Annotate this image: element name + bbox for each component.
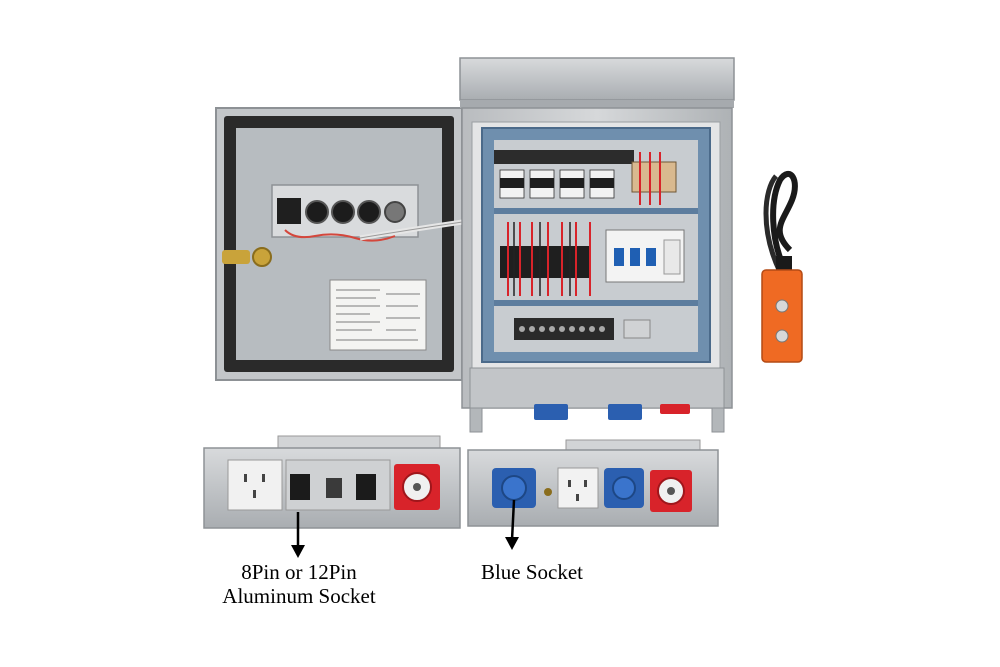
cabinet-door — [215, 107, 491, 381]
red-industrial-socket-2 — [650, 470, 692, 512]
cabinet-body — [459, 57, 735, 433]
aluminum-socket-box — [203, 435, 461, 529]
circuit-breakers — [605, 229, 685, 283]
red-industrial-socket — [394, 464, 440, 510]
universal-socket-2 — [557, 467, 599, 509]
wiring-diagram-label — [329, 279, 427, 351]
transformer — [631, 161, 677, 193]
panel-connectors — [277, 198, 406, 242]
universal-socket — [227, 459, 283, 511]
blue-socket-box — [467, 439, 719, 527]
arrow-down-icon — [505, 499, 519, 550]
arrow-down-icon — [291, 512, 305, 558]
cable-glands — [534, 404, 690, 420]
blue-socket-caption: Blue Socket — [480, 560, 584, 584]
blue-socket-2 — [604, 468, 644, 508]
aluminum-socket-caption-line2: Aluminum Socket — [222, 584, 376, 608]
aluminum-socket-caption: 8Pin or 12Pin Aluminum Socket — [204, 560, 394, 608]
blue-socket — [492, 468, 536, 508]
aluminum-socket-caption-line1: 8Pin or 12Pin — [241, 560, 357, 584]
pendant-controller — [761, 171, 803, 363]
terminal-blocks — [500, 222, 591, 296]
door-handle-icon — [222, 247, 272, 267]
